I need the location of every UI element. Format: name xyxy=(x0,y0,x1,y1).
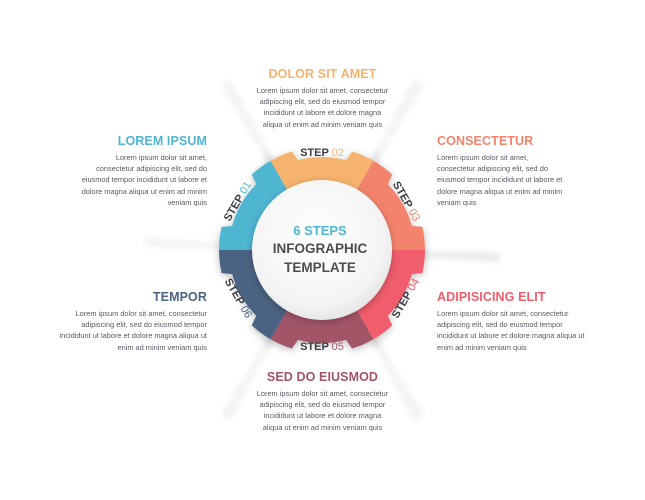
ring-segments xyxy=(219,151,425,349)
ring-segment-step-5 xyxy=(270,305,374,349)
step-5-block: SED DO EIUSMOD Lorem ipsum dolor sit ame… xyxy=(245,370,400,433)
step-5-label: STEP 05 xyxy=(300,341,344,353)
step-1-title: LOREM IPSUM xyxy=(117,134,207,148)
step-4-title: ADIPISICING ELIT xyxy=(437,290,546,304)
ring-segment-step-1 xyxy=(219,160,290,250)
center-line-3: TEMPLATE xyxy=(284,260,356,275)
center-circle xyxy=(252,180,392,320)
step-1-block: LOREM IPSUM Lorem ipsum dolor sit amet,c… xyxy=(70,134,207,208)
ring-segment-step-2 xyxy=(270,151,374,195)
step-3-title: CONSECTETUR xyxy=(437,134,534,148)
ring-segment-step-6 xyxy=(219,250,290,340)
step-5-title: SED DO EIUSMOD xyxy=(266,370,379,384)
center-title: 6 STEPS INFOGRAPHIC TEMPLATE xyxy=(250,222,390,277)
center-line-2: INFOGRAPHIC xyxy=(272,241,368,256)
center-line-1: 6 STEPS xyxy=(293,223,347,238)
ring-segment-step-3 xyxy=(354,160,425,250)
step-2-title: DOLOR SIT AMET xyxy=(268,67,377,81)
step-3-block: CONSECTETUR Lorem ipsum dolor sit amet,c… xyxy=(437,134,582,208)
step-6-block: TEMPOR Lorem ipsum dolor sit amet, conse… xyxy=(48,290,207,353)
step-6-title: TEMPOR xyxy=(152,290,207,304)
step-2-label: STEP 02 xyxy=(300,147,344,159)
ring-segment-step-4 xyxy=(354,250,425,340)
step-2-block: DOLOR SIT AMET Lorem ipsum dolor sit ame… xyxy=(245,67,400,130)
step-3-text: Lorem ipsum dolor sit amet,consectetur a… xyxy=(437,153,563,207)
step-4-block: ADIPISICING ELIT Lorem ipsum dolor sit a… xyxy=(437,290,597,353)
step-1-text: Lorem ipsum dolor sit amet,consectetur a… xyxy=(81,153,207,207)
